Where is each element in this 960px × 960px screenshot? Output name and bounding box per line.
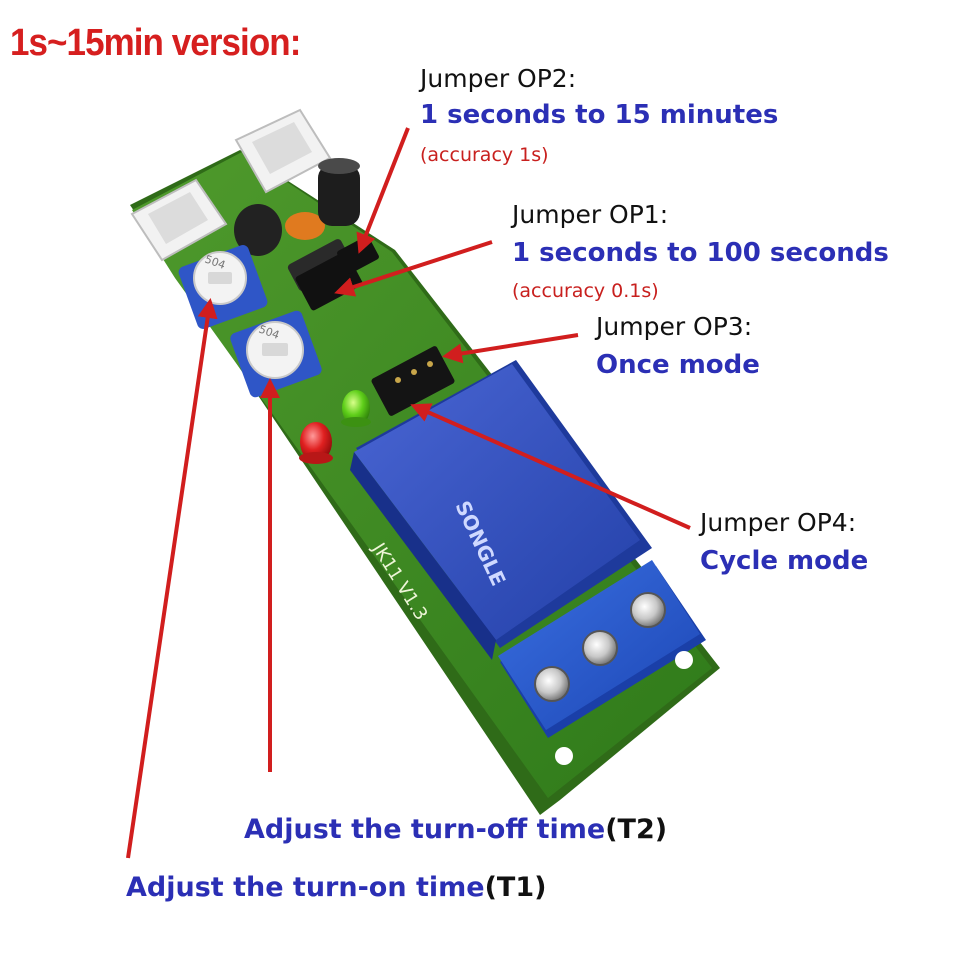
connector-left [130,178,228,262]
jumper-op2-heading: Jumper OP2: [420,64,577,93]
callout-arrows [126,127,691,859]
jumper-op1-heading: Jumper OP1: [512,200,669,229]
connector-right [234,108,332,194]
adjust-turn-on-suffix: (T1) [484,872,547,903]
components [234,158,360,291]
adjust-turn-off-suffix: (T2) [605,814,668,845]
potentiometer-t2: 504 [230,310,322,398]
adjust-turn-on-label: Adjust the turn-on time(T1) [126,872,546,903]
adjust-turn-off-label: Adjust the turn-off time(T2) [244,814,667,845]
adjust-turn-on-text: Adjust the turn-on time [126,872,485,903]
jumper-op1-range: 1 seconds to 100 seconds [512,238,889,268]
version-title: 1s~15min version: [10,22,301,64]
transistor [234,204,282,256]
screw-terminal [630,592,666,628]
jumper-op4-heading: Jumper OP4: [700,508,857,537]
relay: SONGLE [350,360,652,660]
jumper-op3-mode: Once mode [596,350,760,380]
jumper-header-op3-op4 [371,346,455,416]
screw-terminal [534,666,570,702]
mount-hole [555,747,573,765]
terminal-block [498,560,706,738]
arrow-t1 [126,298,218,859]
jumper-op3-heading: Jumper OP3: [596,312,753,341]
jumper-op1-accuracy: (accuracy 0.1s) [512,280,659,302]
mount-hole [675,651,693,669]
arrow-op4 [410,403,691,530]
screw-terminal [582,630,618,666]
led-red [299,422,333,464]
arrow-op1 [334,240,493,297]
led-green [341,390,371,427]
electrolytic-capacitor [318,164,360,226]
arrow-op3 [442,333,579,364]
adjust-turn-off-text: Adjust the turn-off time [244,814,606,845]
arrow-op2 [356,127,410,254]
jumper-op4-mode: Cycle mode [700,546,869,576]
capacitor-orange [285,212,325,240]
jumper-op2-range: 1 seconds to 15 minutes [420,100,779,130]
jumper-op2-accuracy: (accuracy 1s) [420,144,549,166]
